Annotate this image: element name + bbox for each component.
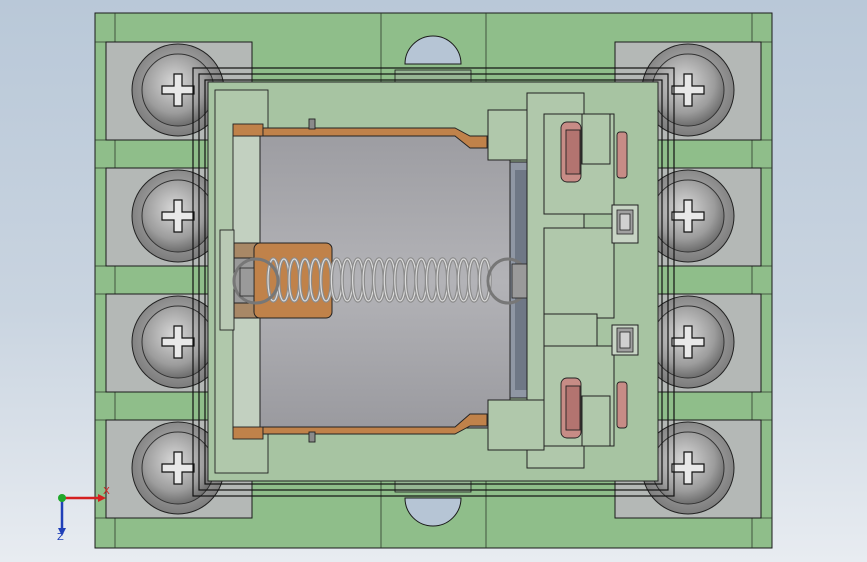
terminal-nuts <box>616 209 634 353</box>
screw-head-icon <box>641 169 735 263</box>
return-spring <box>266 257 492 303</box>
contact-springs <box>232 118 488 443</box>
screw-head-icon <box>641 43 735 137</box>
relay-cover <box>192 67 675 497</box>
contact-points <box>560 121 628 439</box>
triad-axes <box>58 494 106 536</box>
spring-hook-nuts <box>239 263 529 299</box>
orientation-triad[interactable]: X Z <box>44 480 124 550</box>
screw-head-icon <box>131 169 225 263</box>
spring-coil-highlight <box>478 258 491 302</box>
y-axis-dot <box>58 494 66 502</box>
z-axis-label: Z <box>57 532 64 543</box>
x-axis-label: X <box>103 486 110 497</box>
screw-head-icon <box>131 295 225 389</box>
x-axis-head <box>98 494 106 502</box>
screw-head-icon <box>131 421 225 515</box>
screw-head-icon <box>131 43 225 137</box>
z-axis-head <box>58 528 66 536</box>
contact-assembly <box>487 92 639 469</box>
